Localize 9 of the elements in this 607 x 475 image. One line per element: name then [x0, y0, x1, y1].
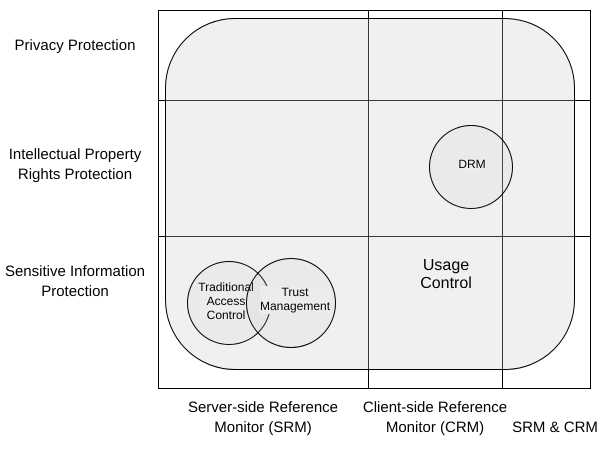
rounded-region: [165, 18, 575, 370]
region-label: Usage Control: [420, 257, 472, 294]
column-heading: SRM & CRM: [511, 418, 599, 438]
column-heading: Server-side Reference Monitor (SRM): [186, 398, 340, 437]
region-label: Trust Management: [260, 286, 330, 314]
row-heading: Intellectual Property Rights Protection: [8, 145, 142, 184]
column-heading: Client-side Reference Monitor (CRM): [362, 398, 508, 437]
row-heading: Privacy Protection: [14, 36, 136, 56]
row-heading: Sensitive Information Protection: [4, 262, 146, 301]
